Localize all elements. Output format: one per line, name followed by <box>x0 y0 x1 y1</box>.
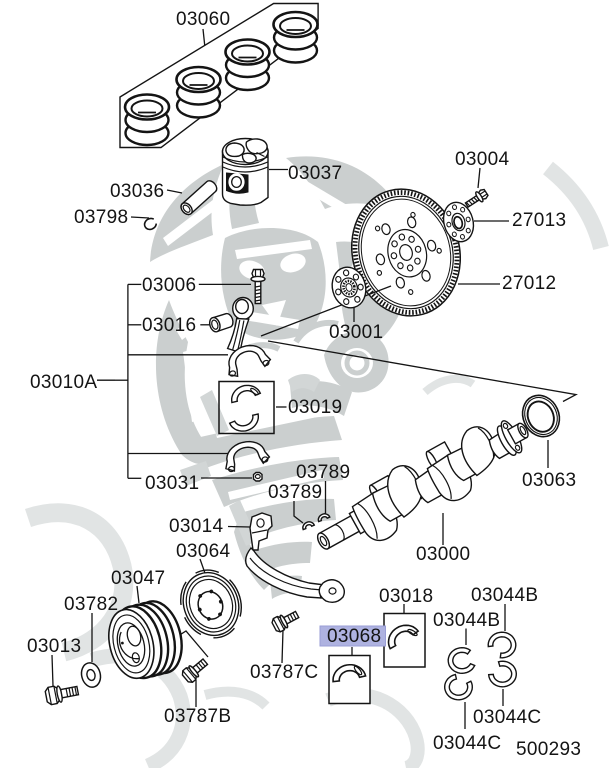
svg-text:03001: 03001 <box>329 322 383 343</box>
svg-text:03047: 03047 <box>111 568 165 589</box>
svg-text:03036: 03036 <box>110 181 164 202</box>
svg-text:03037: 03037 <box>288 163 342 184</box>
svg-text:03044B: 03044B <box>471 585 538 606</box>
svg-text:03789: 03789 <box>268 482 322 503</box>
svg-text:03013: 03013 <box>27 636 81 657</box>
svg-text:03031: 03031 <box>145 473 199 494</box>
svg-text:03018: 03018 <box>379 586 433 607</box>
svg-text:03789: 03789 <box>296 462 350 483</box>
svg-text:03787C: 03787C <box>250 662 318 683</box>
svg-text:03019: 03019 <box>288 397 342 418</box>
svg-text:03006: 03006 <box>142 275 196 296</box>
svg-text:03787B: 03787B <box>164 706 231 727</box>
svg-text:03044B: 03044B <box>433 610 500 631</box>
svg-text:03782: 03782 <box>64 594 118 615</box>
svg-text:03798: 03798 <box>74 207 128 228</box>
svg-text:03068: 03068 <box>327 626 381 647</box>
svg-text:03016: 03016 <box>142 315 196 336</box>
svg-text:03044C: 03044C <box>473 707 541 728</box>
svg-text:03010A: 03010A <box>30 372 97 393</box>
svg-text:27013: 27013 <box>512 210 566 231</box>
svg-text:03000: 03000 <box>416 544 470 565</box>
svg-text:03060: 03060 <box>176 9 230 30</box>
svg-text:03014: 03014 <box>169 516 223 537</box>
svg-text:27012: 27012 <box>502 273 556 294</box>
svg-text:03064: 03064 <box>176 541 230 562</box>
svg-text:03004: 03004 <box>455 149 509 170</box>
svg-text:03044C: 03044C <box>433 733 501 754</box>
svg-text:500293: 500293 <box>516 739 581 760</box>
svg-text:03063: 03063 <box>522 470 576 491</box>
